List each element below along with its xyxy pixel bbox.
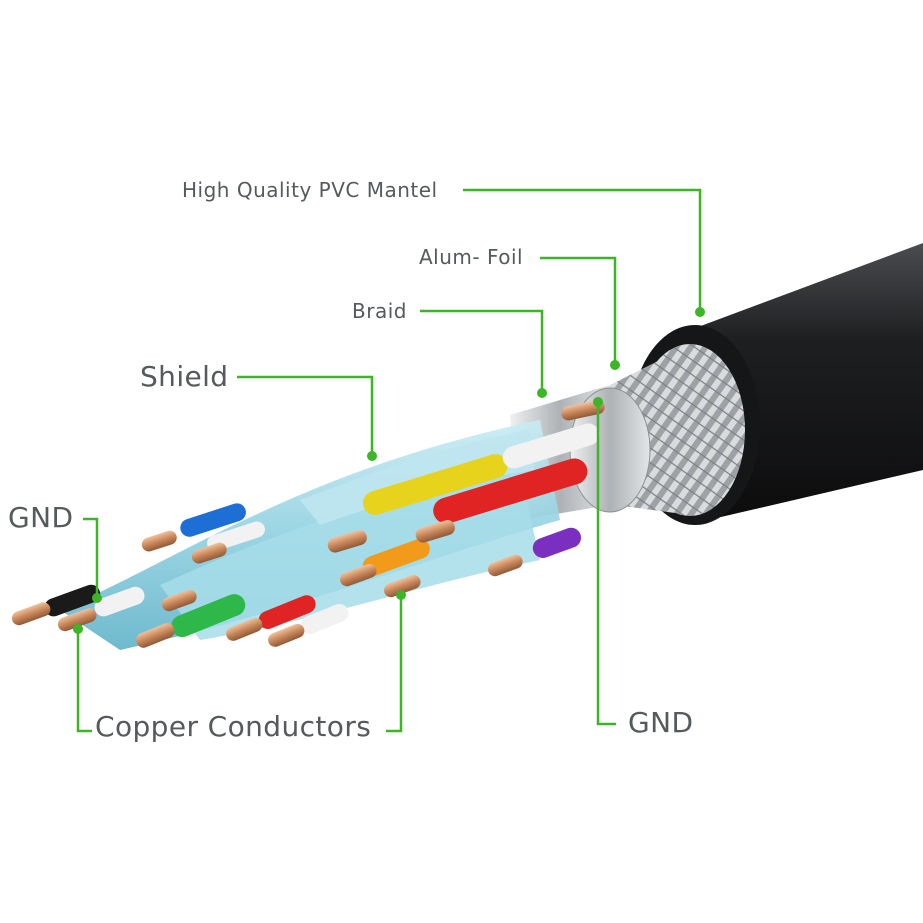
label-gnd-right: GND	[628, 706, 694, 739]
wire-group	[44, 423, 600, 638]
label-braid: Braid	[352, 299, 407, 323]
label-shield: Shield	[140, 360, 229, 393]
leader-gnd-left	[83, 517, 99, 598]
leader-alum-foil	[540, 256, 617, 365]
leader-pvc-mantel	[463, 188, 702, 312]
leader-shield	[237, 375, 374, 456]
leader-gnd-right	[596, 402, 616, 726]
label-copper-conductors: Copper Conductors	[95, 710, 372, 743]
label-gnd-left: GND	[8, 501, 74, 534]
copper-ends	[11, 400, 605, 648]
label-pvc-mantel: High Quality PVC Mantel	[182, 178, 438, 202]
label-alum-foil: Alum- Foil	[419, 245, 524, 269]
leader-copper-left	[76, 629, 92, 733]
leader-lines	[76, 188, 702, 733]
leader-copper-right	[386, 595, 403, 733]
leader-dots	[73, 307, 705, 634]
leader-braid	[420, 309, 544, 393]
